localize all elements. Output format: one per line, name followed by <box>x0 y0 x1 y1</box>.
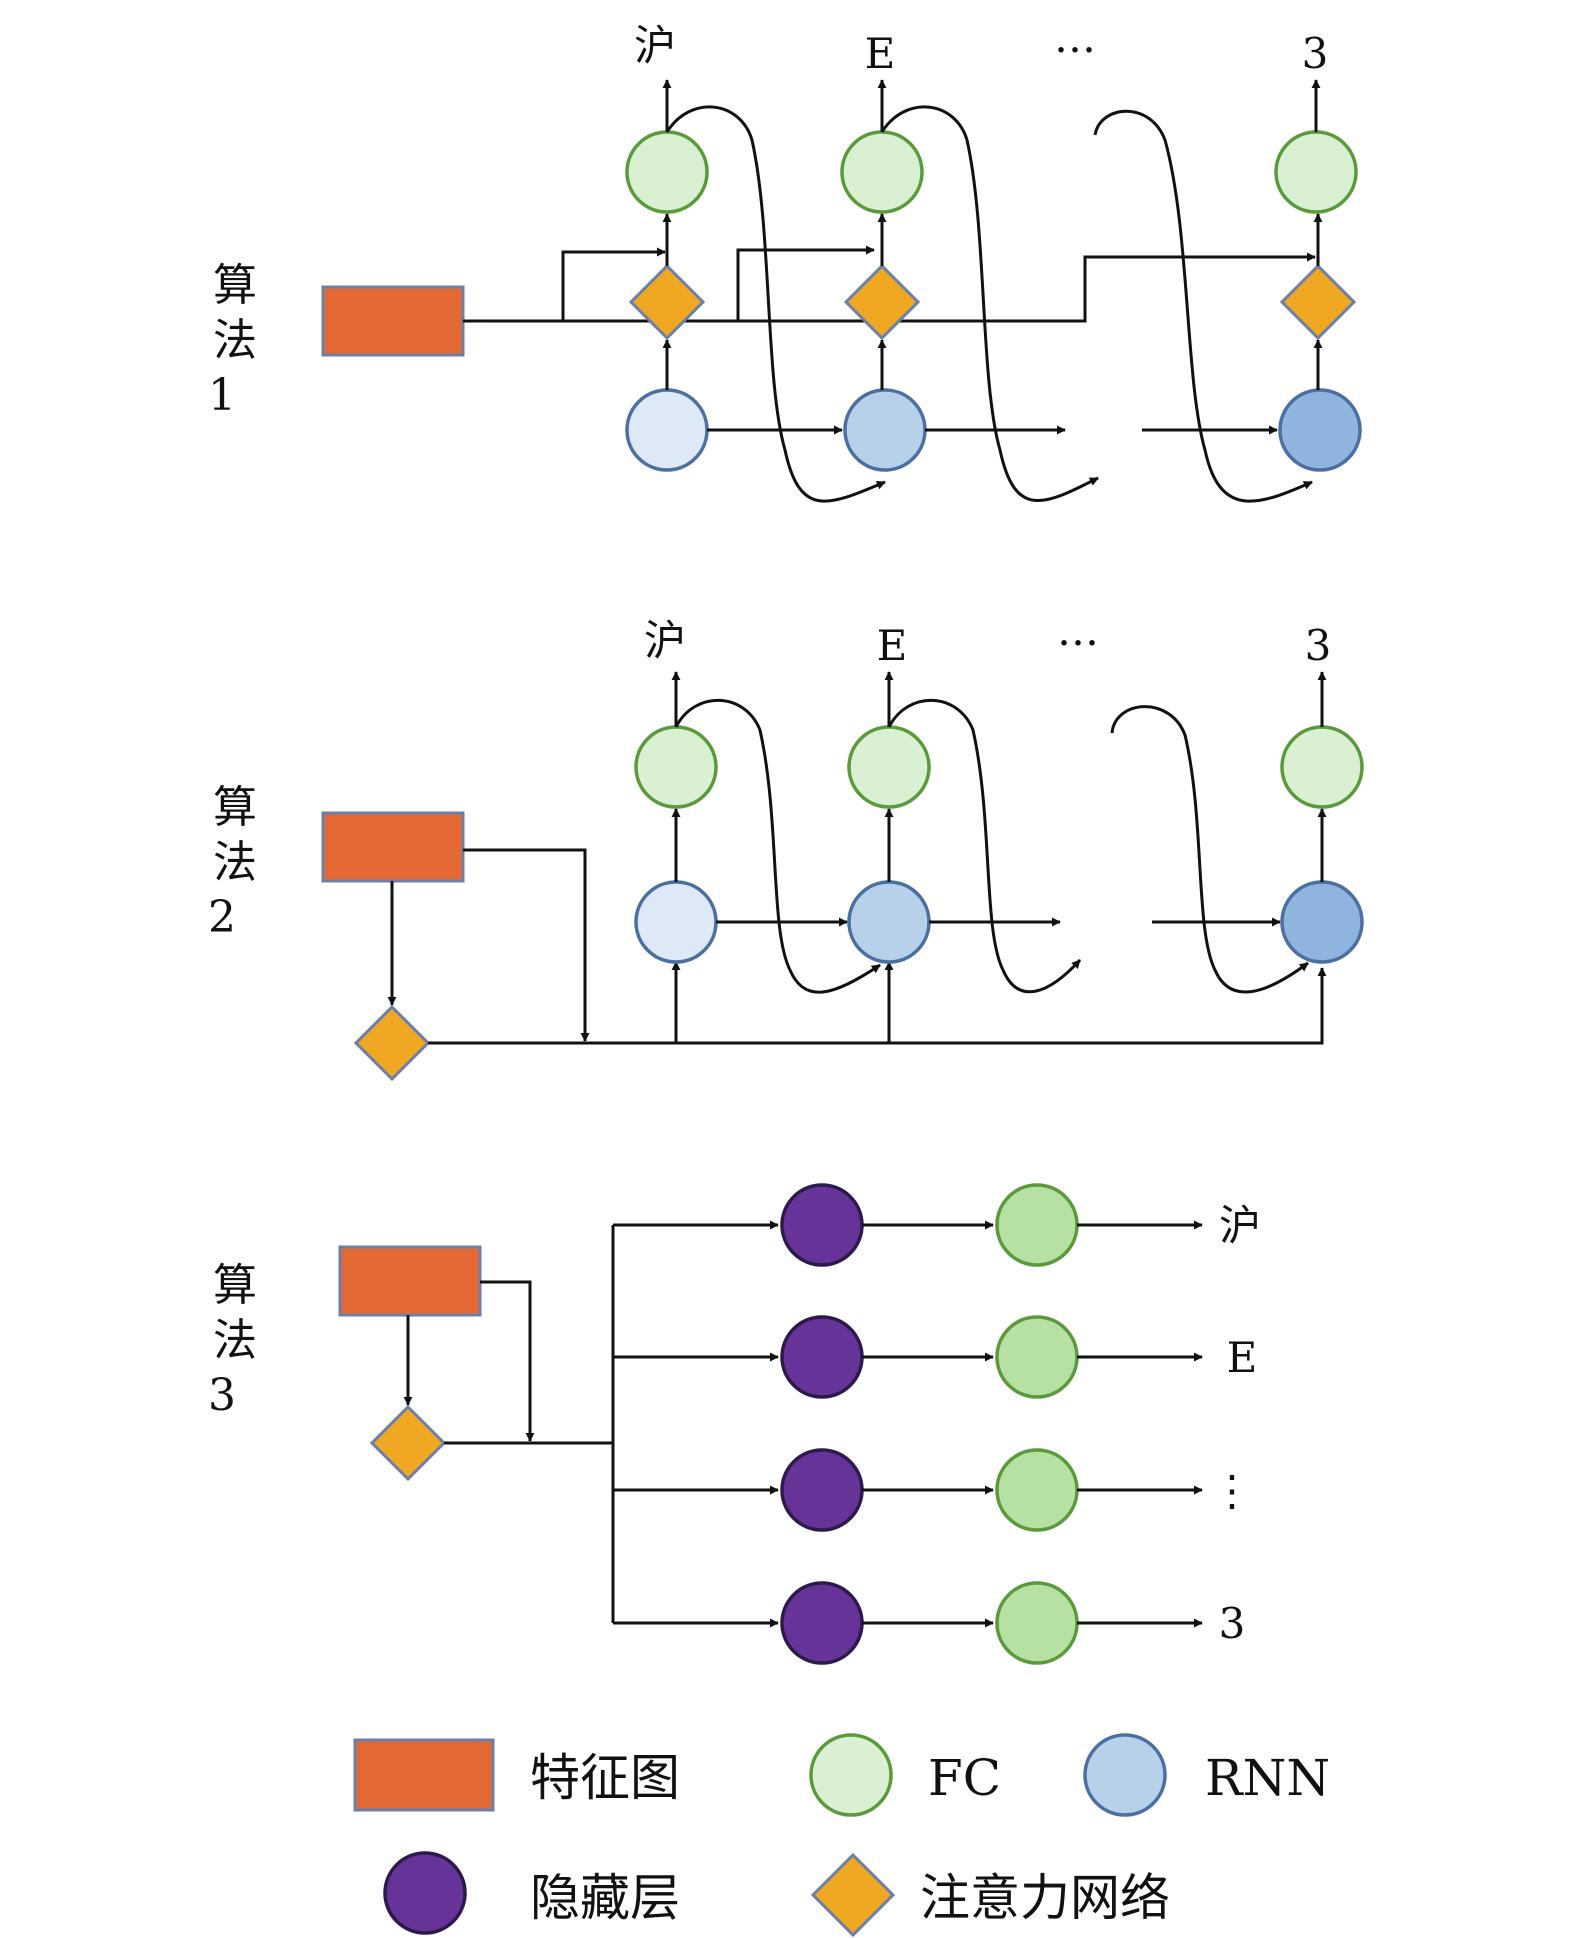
legend-hidden-swatch <box>383 1851 467 1935</box>
legend-rnn-label: RNN <box>1205 1749 1330 1807</box>
alg1-label-char-1: 算 <box>213 260 257 311</box>
alg1-output-3: 3 <box>1302 29 1329 78</box>
alg3-output-vellipsis: ⋮ <box>1211 1466 1253 1515</box>
algorithm-2-panel: 算 法 2 沪 <box>208 606 1364 1082</box>
alg2-fc-node-2 <box>847 725 931 809</box>
alg2-arrow-fm-bus <box>463 848 590 1042</box>
alg3-fc-node-1 <box>995 1183 1079 1267</box>
legend-attention-swatch <box>810 1852 896 1938</box>
alg3-hidden-node-2 <box>780 1315 864 1399</box>
alg3-feature-map <box>338 1245 482 1317</box>
alg2-rnn-node-1 <box>634 880 718 964</box>
alg2-feedback-curve-1 <box>674 698 881 994</box>
alg1-branch-1 <box>561 247 666 321</box>
alg1-rnn-node-1 <box>625 388 709 472</box>
alg3-arrow-fm-bus <box>480 1280 535 1442</box>
alg2-feedback-curve-2 <box>887 698 1082 994</box>
alg3-hidden-node-4 <box>780 1581 864 1665</box>
alg1-branch-2 <box>736 245 875 321</box>
alg3-fc-node-2 <box>995 1315 1079 1399</box>
algorithm-3-panel: 算 法 3 沪 <box>208 1183 1261 1665</box>
alg1-label-char-2: 法 <box>213 315 257 366</box>
legend-attention-label: 注意力网络 <box>920 1869 1170 1927</box>
alg1-feature-map <box>321 285 465 357</box>
alg3-label-char-2: 法 <box>213 1315 257 1366</box>
alg1-attention-diamond-1 <box>628 263 706 341</box>
alg2-bus-line <box>428 967 1327 1045</box>
algorithm-1-panel: 算 法 1 <box>208 13 1362 503</box>
alg1-feedback-curve-1 <box>665 105 886 503</box>
legend-fc-label: FC <box>928 1749 1001 1807</box>
alg3-fc-node-4 <box>995 1581 1079 1665</box>
alg1-fc-node-3 <box>1274 130 1358 214</box>
alg2-feedback-curve-3 <box>1110 705 1309 994</box>
legend-rnn-swatch <box>1083 1733 1167 1817</box>
alg1-output-2: E <box>865 29 896 78</box>
alg1-rnn-node-3 <box>1278 388 1362 472</box>
alg1-label-char-3: 1 <box>208 370 236 421</box>
legend-fc-swatch <box>809 1733 893 1817</box>
legend: 特征图 FC RNN 隐藏层 注意力网络 <box>353 1733 1330 1938</box>
legend-hidden-label: 隐藏层 <box>530 1869 680 1927</box>
alg2-rnn-node-3 <box>1280 880 1364 964</box>
alg3-output-1: 沪 <box>1219 1201 1261 1250</box>
alg1-attention-diamond-3 <box>1279 263 1357 341</box>
alg2-output-3: 3 <box>1305 621 1332 670</box>
alg2-label-char-1: 算 <box>213 782 257 833</box>
alg2-output-1: 沪 <box>644 616 686 665</box>
alg3-label-char-1: 算 <box>213 1260 257 1311</box>
alg1-fc-node-2 <box>840 130 924 214</box>
alg2-feature-map <box>321 811 465 883</box>
alg2-fc-node-3 <box>1280 725 1364 809</box>
alg1-output-ellipsis: … <box>1054 13 1096 62</box>
alg1-output-1: 沪 <box>634 21 676 70</box>
alg3-hidden-node-3 <box>780 1448 864 1532</box>
alg3-hidden-node-1 <box>780 1183 864 1267</box>
alg3-label-char-3: 3 <box>208 1370 236 1421</box>
alg2-label-char-3: 2 <box>208 892 236 943</box>
alg2-output-2: E <box>877 621 908 670</box>
alg3-fc-node-3 <box>995 1448 1079 1532</box>
legend-feature-map-label: 特征图 <box>530 1749 680 1807</box>
alg2-output-ellipsis: … <box>1057 606 1099 655</box>
alg2-rnn-node-2 <box>847 880 931 964</box>
alg1-fc-node-1 <box>625 130 709 214</box>
alg3-output-3: 3 <box>1219 1599 1246 1648</box>
alg2-label-char-2: 法 <box>213 837 257 888</box>
alg2-fc-node-1 <box>634 725 718 809</box>
alg1-feature-line <box>463 252 1316 323</box>
alg2-attention-diamond <box>353 1004 431 1082</box>
alg1-feedback-curve-2 <box>880 105 1099 503</box>
alg1-rnn-node-2 <box>843 388 927 472</box>
alg1-attention-diamond-2 <box>843 263 921 341</box>
alg1-feedback-curve-3 <box>1093 109 1313 503</box>
alg3-output-2: E <box>1227 1333 1258 1382</box>
alg3-attention-diamond <box>369 1404 447 1482</box>
legend-feature-map-swatch <box>353 1738 495 1812</box>
